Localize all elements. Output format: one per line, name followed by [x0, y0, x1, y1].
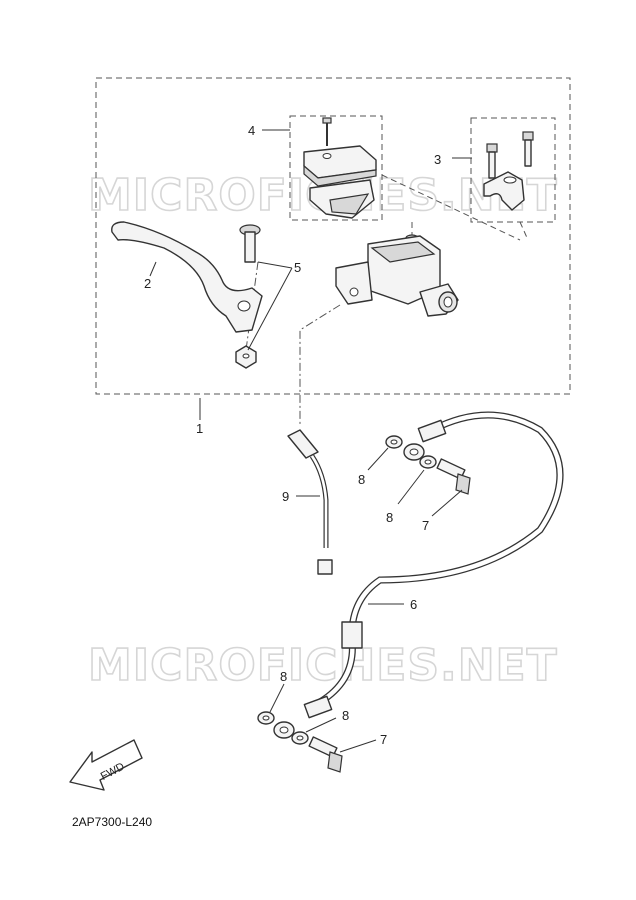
callout-1: 1 — [196, 421, 203, 436]
callout-8b: 8 — [386, 510, 393, 525]
callout-2: 2 — [144, 276, 151, 291]
master-cylinder — [335, 234, 459, 317]
handlebar-clamp — [483, 131, 534, 211]
leader-7b — [339, 739, 377, 753]
connector-switch — [299, 304, 341, 425]
callout-5: 5 — [294, 260, 301, 275]
callout-3: 3 — [434, 152, 441, 167]
connector-clamp — [381, 174, 521, 241]
brake-switch — [287, 429, 333, 575]
diagram-code: 2AP7300-L240 — [72, 815, 153, 829]
reservoir-cap-box — [289, 115, 383, 221]
callout-8a: 8 — [358, 472, 365, 487]
forward-arrow-icon: FWD — [69, 739, 143, 791]
leader-2 — [149, 261, 157, 277]
watermark-bottom: MICROFICHES.NET — [88, 640, 558, 691]
callout-7a: 7 — [422, 518, 429, 533]
leader-8a — [367, 447, 389, 471]
leader-8b — [397, 469, 425, 505]
clamp-box — [470, 117, 556, 223]
leader-8c — [269, 683, 285, 713]
brake-hose — [273, 411, 564, 739]
callout-7b: 7 — [380, 732, 387, 747]
callout-8d: 8 — [342, 708, 349, 723]
leader-5 — [247, 261, 293, 351]
brake-lever — [111, 221, 263, 333]
callout-9: 9 — [282, 489, 289, 504]
lever-bolt — [235, 224, 261, 369]
callout-8c: 8 — [280, 669, 287, 684]
callout-6: 6 — [410, 597, 417, 612]
copper-washers — [257, 435, 437, 745]
union-bolts — [308, 458, 471, 773]
reservoir-cap — [303, 117, 377, 219]
assembly-box — [95, 77, 571, 395]
leader-8d — [305, 717, 337, 733]
callout-4: 4 — [248, 123, 255, 138]
connector-clamp-2 — [519, 221, 529, 241]
leader-7a — [431, 489, 463, 517]
